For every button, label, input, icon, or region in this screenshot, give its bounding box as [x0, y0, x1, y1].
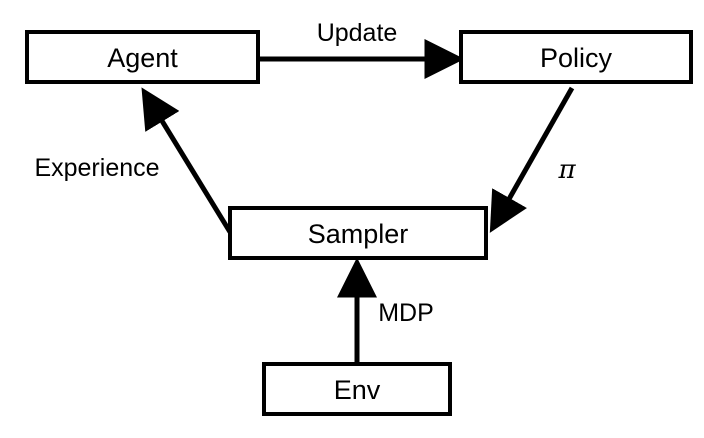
node-agent-label: Agent	[107, 43, 178, 73]
edge-label-mdp: MDP	[378, 299, 434, 327]
node-sampler-label: Sampler	[308, 219, 409, 249]
node-agent: Agent	[25, 30, 260, 84]
edge-sampler-to-agent	[141, 87, 233, 234]
node-env-label: Env	[334, 375, 381, 405]
edge-label-pi: π	[557, 155, 576, 185]
edge-policy-to-sampler	[489, 86, 575, 233]
node-policy-label: Policy	[540, 43, 613, 73]
edge-label-update: Update	[317, 19, 398, 47]
node-env: Env	[262, 362, 452, 416]
edge-label-experience: Experience	[34, 154, 159, 182]
node-sampler: Sampler	[228, 206, 488, 260]
node-policy: Policy	[459, 30, 693, 84]
